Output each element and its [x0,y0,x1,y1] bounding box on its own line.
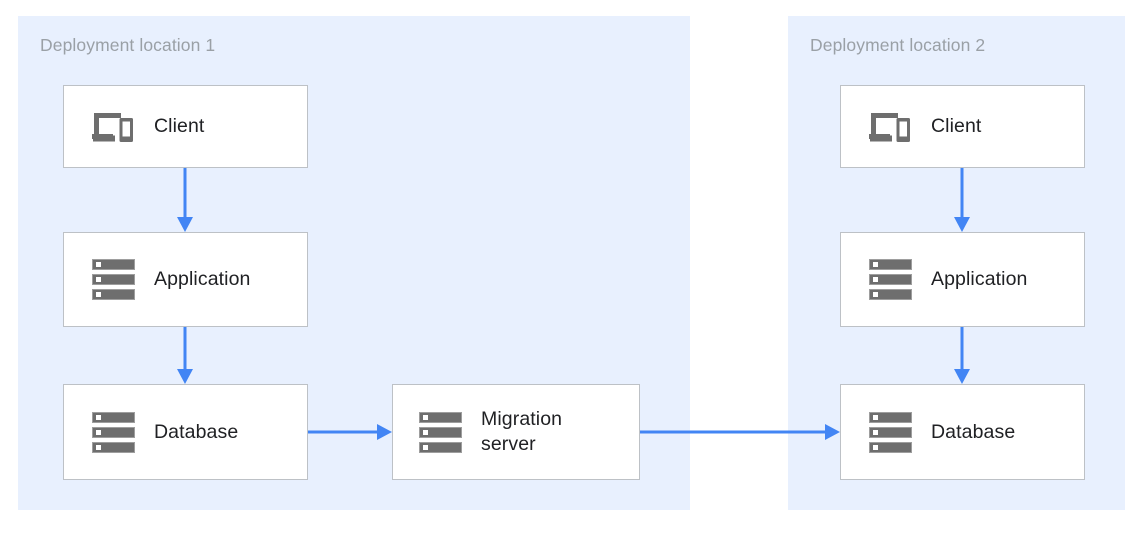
node-application-2[interactable]: Application [840,232,1085,327]
node-client-1[interactable]: Client [63,85,308,168]
server-led [422,429,428,435]
server-led [95,292,101,297]
server-bar [91,426,135,438]
server-led [95,262,101,267]
server-stack-icon [867,409,913,455]
node-label: Client [931,115,982,137]
server-led [872,444,878,450]
node-client-2[interactable]: Client [840,85,1085,168]
server-bar [418,426,462,438]
server-led [872,277,878,282]
server-bar [91,441,135,453]
server-stack-icon [867,257,913,303]
server-bar [868,259,912,270]
deployment-zone-2-label: Deployment location 2 [810,35,986,55]
server-led [422,414,428,420]
server-bar [91,259,135,270]
server-bar [91,411,135,423]
server-bar [868,274,912,285]
server-bar [91,289,135,300]
node-migration-server[interactable]: Migration server [392,384,640,480]
server-led [95,444,101,450]
client-devices-icon [867,104,913,150]
server-bar [418,411,462,423]
server-led [95,429,101,435]
node-label: Database [154,420,239,443]
node-label: Database [931,420,1016,443]
server-bar [418,441,462,453]
server-bar [868,289,912,300]
server-led [872,414,878,420]
server-stack-icon [90,409,136,455]
server-bar [868,411,912,423]
server-stack-icon [90,257,136,303]
deployment-zone-1-label: Deployment location 1 [40,35,216,55]
server-led [95,414,101,420]
server-led [872,429,878,435]
server-bar [868,441,912,453]
node-label: Application [931,268,1028,290]
node-label: Client [154,115,205,137]
server-led [872,262,878,267]
server-led [872,292,878,297]
node-label: Migration server [481,408,563,455]
server-bar [91,274,135,285]
client-devices-icon [90,104,136,150]
server-led [95,277,101,282]
node-database-1[interactable]: Database [63,384,308,480]
node-application-1[interactable]: Application [63,232,308,327]
node-database-2[interactable]: Database [840,384,1085,480]
server-led [422,444,428,450]
node-label: Application [154,268,251,290]
server-stack-icon [417,409,463,455]
server-bar [868,426,912,438]
